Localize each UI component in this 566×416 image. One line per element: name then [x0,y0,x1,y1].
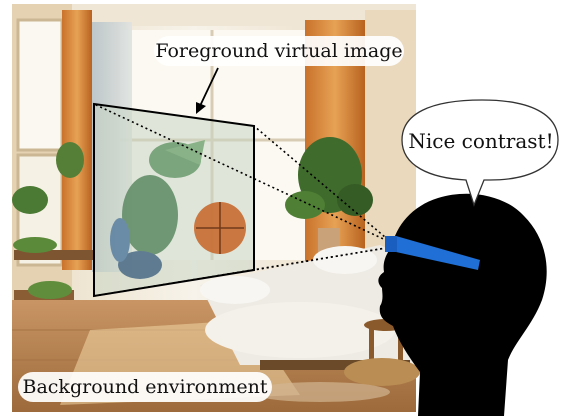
foreground-virtual-image-panel [93,102,255,298]
foreground-label-text: Foreground virtual image [155,40,402,62]
speech-bubble: Nice contrast! [401,99,559,207]
dinosaur-figure [110,140,205,279]
background-label: Background environment [18,372,272,402]
speech-bubble-text: Nice contrast! [408,129,553,153]
foreground-arrow [196,67,219,114]
projection-lines [93,103,393,297]
ar-glasses-icon [385,236,480,270]
plant-right [285,137,373,254]
background-label-text: Background environment [23,376,268,398]
foreground-label: Foreground virtual image [154,36,404,66]
bed [200,245,416,370]
